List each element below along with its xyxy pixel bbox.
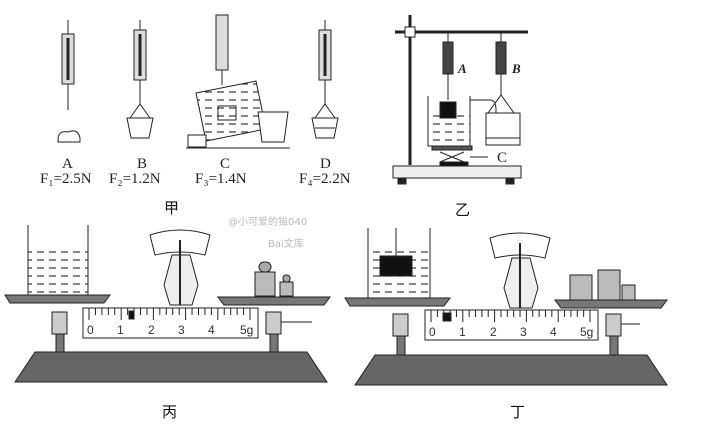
ruler-tick-0: 0 xyxy=(429,325,436,339)
spring-scale-b xyxy=(126,20,154,139)
force-f1: F₁=2.5N xyxy=(40,171,92,187)
ruler-tick-2: 2 xyxy=(148,323,155,337)
caption-bing: 丙 xyxy=(162,403,177,421)
ruler-tick-3: 3 xyxy=(520,325,527,339)
ruler-tick-3: 3 xyxy=(178,323,185,337)
watermark-author: @小可爱的猫040 xyxy=(228,215,307,228)
step-c-label: C xyxy=(220,156,230,172)
scale-b-label: B xyxy=(511,61,521,76)
ruler-tick-4: 4 xyxy=(208,323,215,337)
figure-jia: A B C D F₁=2.5N F₂=1.2N F₃=1.4N F₄=2.2N … xyxy=(40,14,351,217)
step-d-label: D xyxy=(320,156,331,172)
scale-a-label: A xyxy=(457,61,467,76)
force-f2: F₂=1.2N xyxy=(109,171,161,187)
caption-yi: 乙 xyxy=(455,201,470,219)
ruler-tick-5: 5g xyxy=(580,325,593,339)
ruler-tick-2: 2 xyxy=(490,325,497,339)
caption-ding: 丁 xyxy=(510,403,525,421)
spring-scale-d xyxy=(311,20,339,139)
figure-bing xyxy=(4,225,331,383)
ruler-tick-1: 1 xyxy=(117,323,124,337)
ruler-tick-1: 1 xyxy=(459,325,466,339)
force-f4: F₄=2.2N xyxy=(299,171,351,187)
step-b-label: B xyxy=(137,156,147,172)
ruler-ding: 0 1 2 3 4 5g xyxy=(429,325,593,339)
spring-scale-a xyxy=(57,20,81,143)
figure-ding xyxy=(344,228,668,386)
watermark-brand: Bai文库 xyxy=(268,237,304,250)
force-f3: F₃=1.4N xyxy=(195,171,247,187)
ruler-tick-0: 0 xyxy=(87,323,94,337)
beaker-c-label: C xyxy=(497,150,507,166)
caption-jia: 甲 xyxy=(164,199,179,217)
ruler-tick-4: 4 xyxy=(550,325,557,339)
ruler-bing: 0 1 2 3 4 5g xyxy=(87,323,253,337)
step-a-label: A xyxy=(62,156,73,172)
ruler-tick-5: 5g xyxy=(240,323,253,337)
figure-yi: A B C 乙 xyxy=(392,15,528,219)
spring-scale-c-overflow xyxy=(186,14,290,149)
